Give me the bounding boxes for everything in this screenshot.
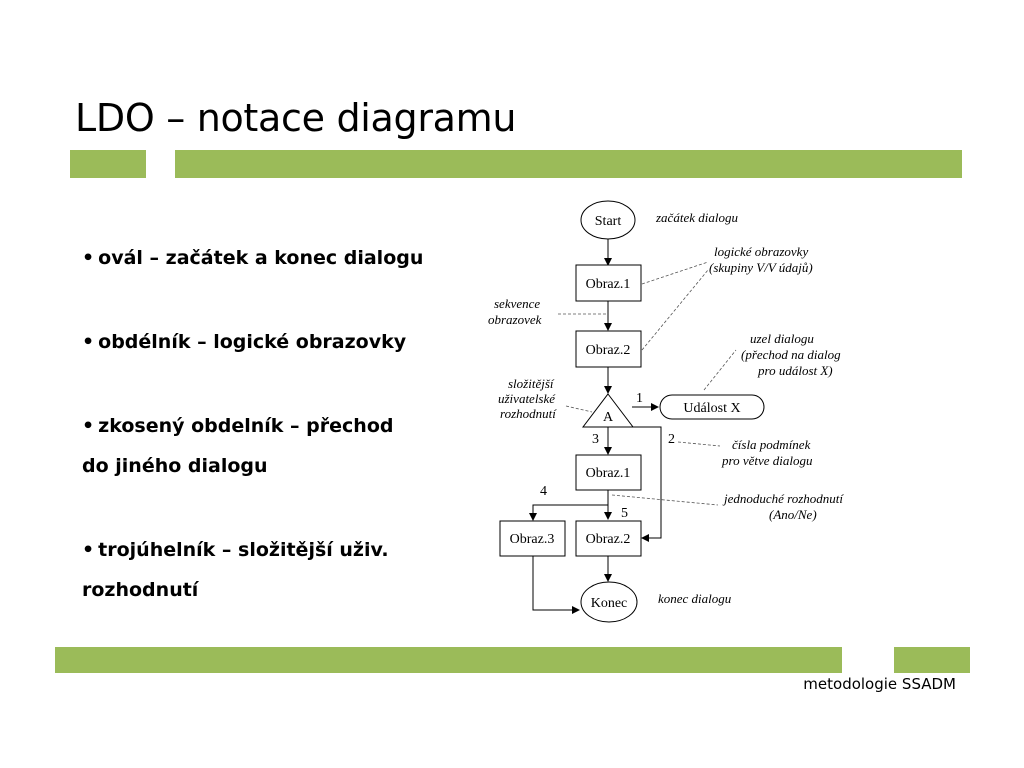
slide-title: LDO – notace diagramu [75, 96, 517, 140]
leader-logicke-obraz2 [641, 269, 709, 351]
obraz1-mid-node: Obraz.1 [575, 454, 642, 491]
obraz3-label: Obraz.3 [510, 532, 555, 547]
bullet-item-oval: •ovál – začátek a konec dialogu [82, 238, 472, 278]
obraz1-mid-label: Obraz.1 [586, 466, 631, 481]
annotation-sekvence-2: obrazovek [488, 312, 542, 327]
annotation-uzel-2: (přechod na dialog [741, 347, 841, 362]
udalost-label: Událost X [683, 401, 740, 416]
bullet-dot-icon: • [82, 331, 95, 353]
bullet-dot-icon: • [82, 415, 95, 437]
bullet-item-triangle: •trojúhelník – složitější uživ. rozhodnu… [82, 530, 472, 610]
top-accent-bar-right [175, 150, 962, 178]
leader-cisla [677, 441, 721, 447]
annotation-cisla-1: čísla podmínek [732, 437, 811, 452]
obraz2-bottom-label: Obraz.2 [586, 532, 631, 547]
branch-number-4: 4 [540, 484, 547, 499]
leader-jednoduche [611, 494, 719, 506]
bottom-accent-bar-right [894, 647, 970, 673]
annotation-cisla-2: pro větve dialogu [721, 453, 813, 468]
footer-text: metodologie SSADM [803, 675, 956, 693]
annotation-jednoduche-1: jednoduché rozhodnutí [722, 491, 844, 506]
annotation-konec: konec dialogu [658, 591, 732, 606]
branch-number-5: 5 [621, 506, 628, 521]
annotation-zacatek: začátek dialogu [655, 210, 738, 225]
obraz2-top-node: Obraz.2 [575, 330, 642, 368]
bullet-list: •ovál – začátek a konec dialogu •obdélní… [82, 238, 472, 654]
annotation-slozitejsi-1: složitější [508, 376, 555, 391]
konec-node: Konec [580, 581, 638, 623]
bullet-dot-icon: • [82, 539, 95, 561]
start-label: Start [595, 214, 622, 229]
flow-connectors [529, 239, 662, 614]
obraz2-bottom-node: Obraz.2 [575, 520, 642, 557]
leader-uzel [703, 349, 737, 391]
leader-slozitejsi [565, 405, 593, 413]
connector-branch-2 [632, 426, 662, 542]
annotation-leaders [558, 261, 737, 506]
branch-number-3: 3 [592, 432, 599, 447]
bullet-text: zkosený obdelník – přechod [98, 415, 394, 437]
annotation-uzel-1: uzel dialogu [750, 331, 814, 346]
annotation-logicke-1: logické obrazovky [714, 244, 808, 259]
annotation-uzel-3: pro událost X) [757, 363, 833, 378]
ldo-diagram: Start Obraz.1 Obraz.2 A Událost X Obraz.… [488, 200, 844, 623]
branch-number-1: 1 [636, 391, 643, 406]
top-accent-bar-left [70, 150, 146, 178]
bullet-text: trojúhelník – složitější uživ. [98, 539, 389, 561]
decision-triangle: A [581, 393, 635, 428]
bullet-text-continuation: do jiného dialogu [82, 455, 268, 477]
connector-branch-4 [529, 504, 608, 521]
udalost-node: Událost X [659, 394, 765, 420]
annotation-logicke-2: (skupiny V/V údajů) [709, 260, 813, 275]
bullet-item-rectangle: •obdélník – logické obrazovky [82, 322, 472, 362]
obraz1-top-label: Obraz.1 [586, 277, 631, 292]
bullet-dot-icon: • [82, 247, 95, 269]
annotation-jednoduche-2: (Ano/Ne) [769, 507, 817, 522]
annotation-slozitejsi-2: uživatelské [498, 391, 556, 406]
annotation-slozitejsi-3: rozhodnutí [500, 406, 557, 421]
obraz2-top-label: Obraz.2 [586, 343, 631, 358]
decision-label: A [603, 410, 614, 425]
bottom-accent-bar-left [55, 647, 842, 673]
annotation-sekvence-1: sekvence [494, 296, 540, 311]
obraz1-top-node: Obraz.1 [575, 264, 642, 302]
start-node: Start [580, 200, 636, 240]
bullet-text-continuation: rozhodnutí [82, 579, 199, 601]
bullet-text: ovál – začátek a konec dialogu [98, 247, 424, 269]
obraz3-node: Obraz.3 [499, 520, 566, 557]
bullet-text: obdélník – logické obrazovky [98, 331, 407, 353]
bullet-item-skewed-rectangle: •zkosený obdelník – přechod do jiného di… [82, 406, 472, 486]
konec-label: Konec [591, 596, 628, 611]
leader-logicke-obraz1 [641, 261, 709, 285]
branch-number-2: 2 [668, 432, 675, 447]
connector-obraz3-konec [532, 556, 580, 614]
